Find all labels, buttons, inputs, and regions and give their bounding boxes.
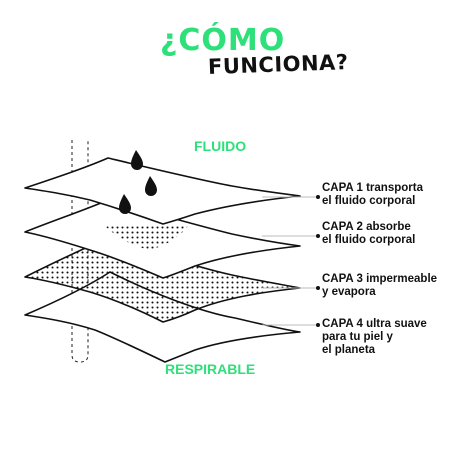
layer-1-caption: CAPA 1 transporta el fluido corporal [322, 182, 423, 208]
caption-line: CAPA 1 transporta [322, 182, 423, 194]
droplet-icon [145, 176, 157, 196]
layer-1-sheet [24, 157, 301, 225]
droplet-icon [119, 194, 131, 214]
absorbent-core [105, 223, 188, 250]
caption-line: CAPA 2 absorbe [322, 221, 411, 233]
leader-dots [316, 195, 320, 327]
caption-line: CAPA 3 impermeable [322, 273, 438, 285]
caption-line: CAPA 4 ultra suave [322, 318, 427, 330]
caption-line: para tu piel y [322, 331, 393, 343]
flow-guide [71, 140, 89, 363]
caption-line: el fluido corporal [322, 234, 416, 246]
fluid-label: FLUIDO [194, 138, 247, 154]
droplet-icon [131, 150, 143, 170]
leader-lines [262, 196, 318, 326]
caption-line: el planeta [322, 344, 376, 356]
layer-3-caption: CAPA 3 impermeable y evapora [322, 273, 437, 299]
caption-line: y evapora [322, 286, 376, 298]
caption-line: el fluido corporal [322, 195, 416, 207]
layer-4-caption: CAPA 4 ultra suave para tu piel y el pla… [322, 318, 427, 357]
layer-2-caption: CAPA 2 absorbe el fluido corporal [322, 221, 415, 247]
page-title: ¿CÓMO [160, 23, 286, 58]
breathable-label: RESPIRABLE [165, 361, 256, 377]
